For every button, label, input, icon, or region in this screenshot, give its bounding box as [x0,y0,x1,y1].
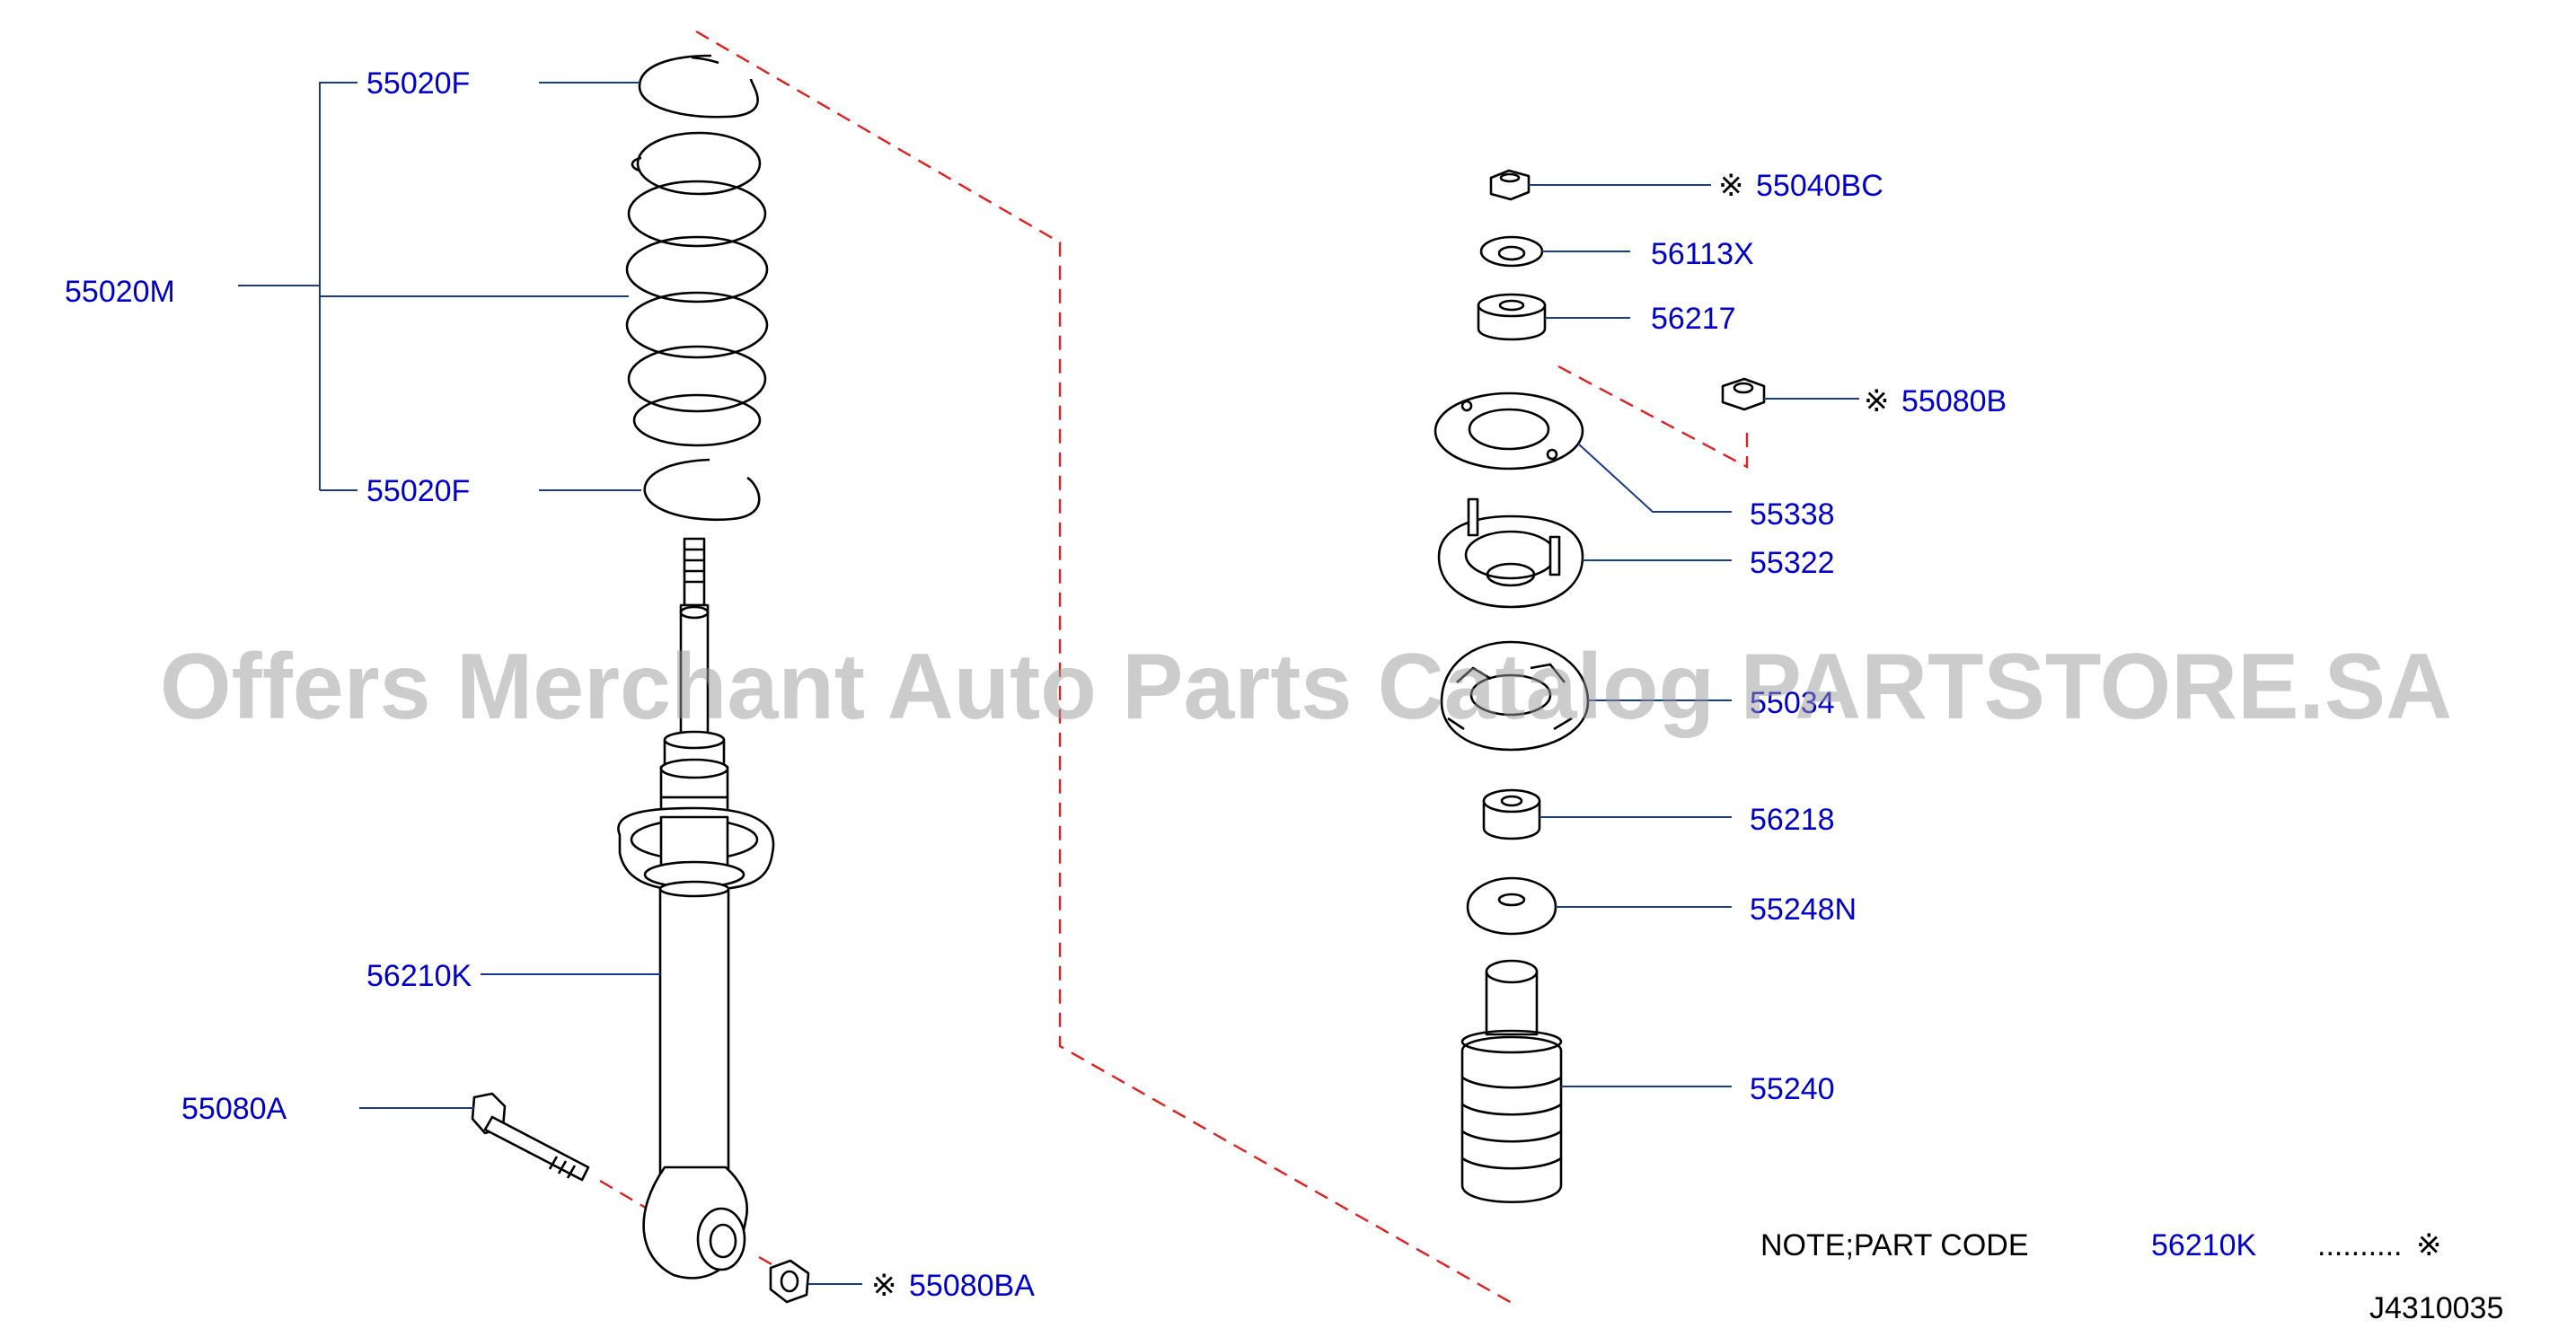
label-bump-seat[interactable]: 55248N [1750,893,1857,927]
label-top-nut[interactable]: 55040BC [1756,169,1883,203]
label-bound-bumper[interactable]: 55240 [1750,1072,1835,1106]
bump-stop-seat[interactable] [1466,876,1557,936]
label-mount-insulator[interactable]: 55034 [1750,686,1835,720]
lower-bushing[interactable] [1482,788,1541,840]
note-prefix: NOTE;PART CODE [1760,1228,2029,1262]
part-code-note: NOTE;PART CODE 56210K .......... ※ [1760,1228,2442,1262]
label-lower-nut[interactable]: 55080BA [909,1269,1035,1303]
label-top-bushing[interactable]: 56217 [1651,302,1736,336]
callout-labels: 55020F 55020M 55020F 56210K 55080A ※ 550… [65,66,2007,1303]
note-code[interactable]: 56210K [2151,1228,2257,1262]
note-dots: .......... [2317,1228,2402,1262]
top-nut[interactable] [1489,169,1531,201]
top-washer[interactable] [1479,235,1544,268]
label-lower-bolt[interactable]: 55080A [181,1092,287,1126]
label-mount-nut[interactable]: 55080B [1901,384,2007,418]
assembly-line-main [695,30,1519,1308]
mount-assembly[interactable] [1437,497,1584,609]
lower-mount-bolt[interactable] [471,1092,590,1182]
mount-nut[interactable] [1721,377,1766,411]
mount-plate[interactable] [1434,391,1584,471]
watermark-text: Offers Merchant Auto Parts Catalog PARTS… [160,635,2452,739]
shock-absorber[interactable] [617,537,775,1280]
bound-bumper[interactable] [1460,959,1563,1203]
drawing-number: J4310035 [2369,1291,2503,1325]
label-spring-assembly[interactable]: 55020M [65,275,175,309]
spring-seat-lower[interactable] [643,458,761,521]
label-top-washer[interactable]: 56113X [1651,237,1754,271]
mark-top-nut: ※ [1718,169,1744,203]
mount-insulator[interactable] [1440,640,1590,752]
label-mount-plate[interactable]: 55338 [1750,497,1835,532]
label-mount-assembly[interactable]: 55322 [1750,546,1835,580]
coil-spring[interactable] [625,131,769,447]
spring-seat-upper[interactable] [638,54,759,119]
assembly-line-mount-nut [1557,365,1749,469]
mark-lower-nut: ※ [871,1269,897,1303]
label-shock-absorber[interactable]: 56210K [366,959,472,993]
label-spring-seat-lower[interactable]: 55020F [366,474,470,508]
label-lower-bushing[interactable]: 56218 [1750,803,1835,837]
leader-lines [238,82,1859,1285]
mark-mount-nut: ※ [1864,384,1890,418]
label-spring-seat-upper[interactable]: 55020F [366,66,470,101]
note-mark: ※ [2416,1228,2442,1262]
top-bushing[interactable] [1477,293,1547,341]
lower-mount-nut[interactable] [769,1259,810,1304]
